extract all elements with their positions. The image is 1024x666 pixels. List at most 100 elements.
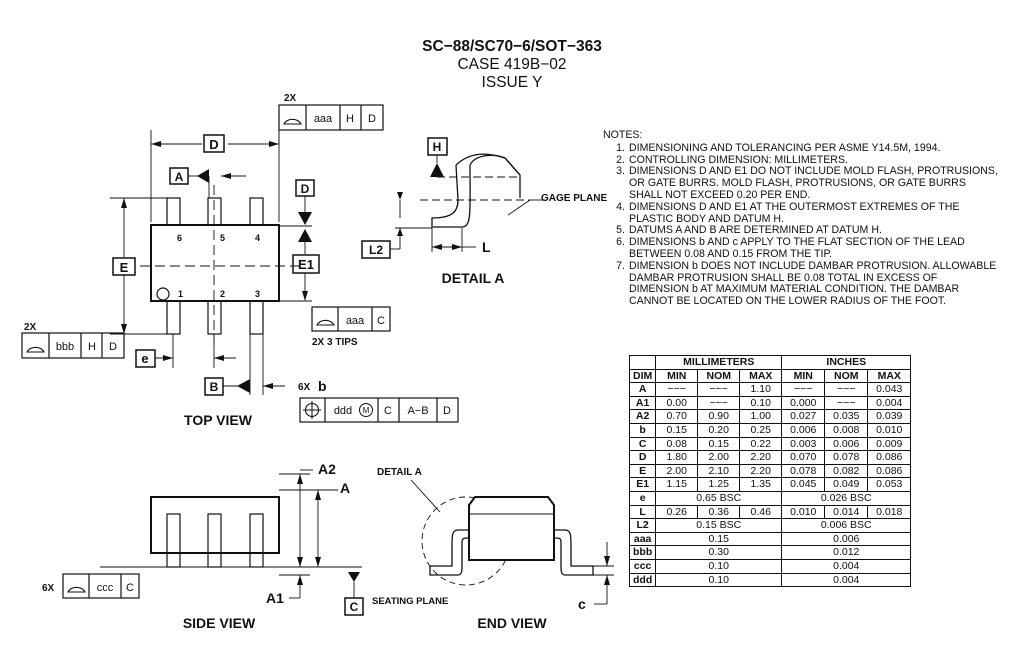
fcf-left-datum1: H bbox=[88, 341, 96, 353]
package-body bbox=[150, 224, 280, 302]
value-cell: 0.008 bbox=[824, 422, 869, 438]
value-cell: 0.08 bbox=[655, 436, 699, 452]
value-cell: 0.070 bbox=[781, 450, 826, 465]
value-cell: 0.009 bbox=[867, 436, 912, 452]
fcf-left-multiplier: 2X bbox=[24, 322, 37, 333]
value-cell: 0.010 bbox=[867, 422, 912, 438]
value-cell: 0.20 bbox=[697, 422, 741, 438]
value-cell: −−− bbox=[824, 395, 869, 411]
value-cell: 0.004 bbox=[867, 395, 912, 411]
detail-a: H GAGE PLANE L2 L DETAIL A bbox=[361, 137, 607, 286]
datum-D-label: D bbox=[301, 182, 310, 196]
value-cell: 0.26 bbox=[655, 504, 699, 520]
value-cell: 0.00 bbox=[655, 395, 699, 411]
gage-plane-label: GAGE PLANE bbox=[541, 193, 607, 204]
value-cell: −−− bbox=[655, 382, 699, 397]
dim-cell: aaa bbox=[628, 531, 657, 547]
note-item: 7.DIMENSION b DOES NOT INCLUDE DAMBAR PR… bbox=[616, 259, 997, 308]
value-cell: 0.049 bbox=[824, 477, 869, 492]
pin-label-2: 2 bbox=[220, 289, 225, 299]
dim-cell: A2 bbox=[628, 409, 657, 424]
value-cell: 2.00 bbox=[697, 450, 741, 465]
value-cell: 0.082 bbox=[824, 463, 869, 479]
datum-A-label: A bbox=[175, 170, 184, 184]
value-cell: 0.053 bbox=[867, 477, 912, 492]
dim-L-label: L bbox=[482, 239, 491, 255]
value-cell: 0.10 bbox=[655, 558, 783, 574]
package-title: SC−88/SC70−6/SOT−363 bbox=[422, 38, 602, 55]
lead-6 bbox=[166, 197, 181, 227]
value-cell: 0.039 bbox=[867, 409, 912, 424]
top-view-label: TOP VIEW bbox=[184, 412, 253, 428]
dim-cell: E1 bbox=[628, 477, 657, 492]
pin-label-1: 1 bbox=[178, 289, 183, 299]
value-cell: 0.086 bbox=[867, 450, 912, 465]
pin1-marker bbox=[156, 287, 170, 301]
note-item: 1.DIMENSIONING AND TOLERANCING PER ASME … bbox=[616, 141, 941, 154]
pin-label-3: 3 bbox=[255, 289, 260, 299]
fcf-right-datum: C bbox=[377, 315, 385, 327]
detail-a-label: DETAIL A bbox=[442, 270, 505, 286]
end-view: DETAIL A c END VIEW bbox=[377, 467, 614, 631]
value-cell: 0.000 bbox=[781, 395, 826, 411]
col-header: DIM bbox=[628, 368, 657, 384]
value-cell: 0.010 bbox=[781, 504, 826, 520]
value-cell: 0.027 bbox=[781, 409, 826, 424]
dim-cell: b bbox=[628, 422, 657, 438]
fcf-b-tol: ddd bbox=[334, 405, 352, 417]
group-header-in: INCHES bbox=[781, 355, 912, 370]
datum-C-label: C bbox=[350, 600, 359, 614]
value-cell: 0.15 bbox=[697, 436, 741, 452]
value-cell: 2.20 bbox=[739, 463, 783, 479]
value-cell: 0.012 bbox=[781, 545, 912, 560]
fcf-top-datum2: D bbox=[368, 113, 376, 125]
dim-cell: bbb bbox=[628, 545, 657, 560]
dim-D-label: D bbox=[209, 137, 218, 152]
dim-A2-label: A2 bbox=[318, 461, 336, 477]
fcf-top-multiplier: 2X bbox=[284, 93, 297, 104]
pin-label-6: 6 bbox=[177, 233, 182, 243]
dim-cell: A bbox=[628, 382, 657, 397]
dim-cell: L2 bbox=[628, 518, 657, 533]
fcf-b-mmc: M bbox=[363, 406, 370, 415]
value-cell: 0.65 BSC bbox=[655, 490, 783, 506]
value-cell: 1.80 bbox=[655, 450, 699, 465]
value-cell: 0.035 bbox=[824, 409, 869, 424]
value-cell: 0.018 bbox=[867, 504, 912, 520]
end-body bbox=[468, 496, 555, 561]
fcf-left-tol: bbb bbox=[56, 341, 74, 353]
table-corner bbox=[628, 355, 657, 370]
value-cell: 0.043 bbox=[867, 382, 912, 397]
note-item: 4.DIMENSIONS D AND E1 AT THE OUTERMOST E… bbox=[616, 200, 960, 225]
dim-A1-label: A1 bbox=[266, 590, 284, 606]
note-item: 3.DIMENSIONS D AND E1 DO NOT INCLUDE MOL… bbox=[616, 165, 998, 201]
dim-cell: A1 bbox=[628, 395, 657, 411]
group-header-mm: MILLIMETERS bbox=[655, 355, 783, 370]
value-cell: 0.10 bbox=[655, 572, 783, 588]
value-cell: 0.10 bbox=[739, 395, 783, 411]
fcf-side-datum: C bbox=[126, 582, 134, 594]
note-item: 2.CONTROLLING DIMENSION: MILLIMETERS. bbox=[616, 153, 848, 166]
fcf-right-tol: aaa bbox=[346, 315, 365, 327]
issue-label: ISSUE Y bbox=[481, 74, 543, 91]
value-cell: 0.006 bbox=[781, 422, 826, 438]
notes-heading: NOTES: bbox=[603, 129, 643, 141]
dim-b-label: b bbox=[318, 378, 327, 394]
value-cell: 0.15 bbox=[655, 531, 783, 547]
value-cell: 0.30 bbox=[655, 545, 783, 560]
dim-c-label: c bbox=[578, 596, 586, 612]
value-cell: 0.004 bbox=[781, 558, 912, 574]
value-cell: 0.36 bbox=[697, 504, 741, 520]
top-view: 6 5 4 1 2 3 D 2X aaa H D A D bbox=[21, 93, 459, 428]
value-cell: 0.014 bbox=[824, 504, 869, 520]
col-header: MIN bbox=[655, 368, 699, 384]
dimension-table: MILLIMETERS INCHES DIM MIN NOM MAX MIN N… bbox=[628, 355, 912, 588]
value-cell: 0.086 bbox=[867, 463, 912, 479]
value-cell: 0.006 bbox=[781, 531, 912, 547]
note-item: 5.DATUMS A AND B ARE DETERMINED AT DATUM… bbox=[616, 224, 882, 237]
